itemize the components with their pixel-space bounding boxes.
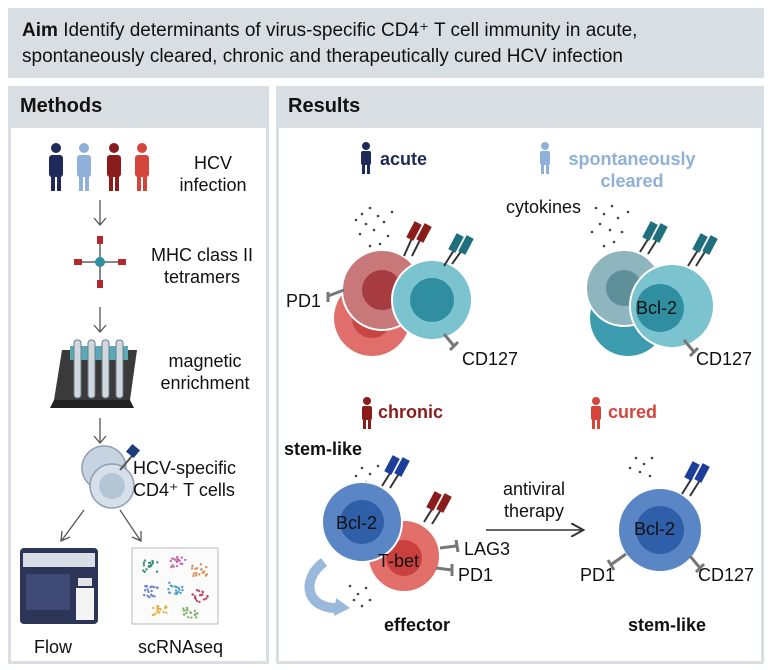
person-icon-cured (135, 143, 149, 191)
person-icon-chronic-result (362, 397, 372, 429)
cured-cd127-label: CD127 (698, 565, 755, 585)
results-header: Results (276, 86, 764, 128)
cured-label: cured (608, 402, 658, 422)
chronic-stemlike-label: stem-like (284, 439, 363, 459)
chronic-pd1-label: PD1 (458, 565, 494, 585)
methods-title: Methods (20, 95, 103, 117)
cleared-label-line2: cleared (600, 171, 664, 191)
step-cells-line2: CD4⁺ T cells (133, 480, 235, 500)
cleared-cells (585, 204, 718, 358)
chronic-cells (304, 455, 460, 616)
chronic-tbet-label: T-bet (378, 551, 420, 571)
person-icons (49, 143, 149, 191)
flow-cytometer-icon (20, 548, 98, 624)
scrnaseq-plot (131, 547, 219, 625)
aim-box: Aim Identify determinants of virus-speci… (8, 8, 764, 78)
cured-stemlike-label: stem-like (628, 615, 707, 635)
aim-text: Identify determinants of virus-specific … (22, 20, 638, 67)
therapy-line1: antiviral (502, 479, 566, 499)
output-scrnaseq-label: scRNAseq (138, 637, 224, 657)
cleared-cytokines-label: cytokines (506, 197, 582, 217)
step-magnetic-line1: magnetic (168, 351, 242, 371)
step-hcv-infection: HCV infection (168, 152, 258, 196)
output-flow-label: Flow (34, 637, 73, 657)
step-hcv-line2: infection (179, 175, 247, 195)
therapy-line2: therapy (503, 501, 565, 521)
magnet-rack-icon (50, 339, 137, 408)
person-icon-cleared (77, 143, 91, 191)
acute-cells (326, 206, 474, 356)
step-cells-line1: HCV-specific (133, 458, 237, 478)
chronic-effector-label: effector (384, 615, 451, 635)
tcell-icon-method (81, 443, 141, 509)
step-mhc-line2: tetramers (163, 267, 241, 287)
cleared-bcl2-label: Bcl-2 (636, 298, 678, 318)
step-magnetic-line2: enrichment (160, 373, 250, 393)
results-column (276, 128, 764, 664)
person-icon-acute-result (361, 142, 371, 174)
results-title: Results (288, 95, 361, 117)
step-mhc-line1: MHC class II (150, 245, 253, 265)
tetramer-icon (74, 236, 126, 288)
cured-cell (606, 456, 710, 574)
person-icon-chronic (107, 143, 121, 191)
cured-pd1-label: PD1 (580, 565, 616, 585)
acute-pd1-label: PD1 (286, 291, 322, 311)
step-mhc-tetramers: MHC class II tetramers (140, 244, 264, 288)
person-icon-acute (49, 143, 63, 191)
aim-label: Aim (22, 20, 58, 41)
cured-bcl2-label: Bcl-2 (634, 519, 676, 539)
therapy-label: antiviral therapy (494, 478, 574, 522)
acute-cd127-label: CD127 (462, 349, 519, 369)
chronic-lag3-label: LAG3 (464, 539, 511, 559)
methods-column (8, 128, 269, 664)
chronic-label: chronic (378, 402, 444, 422)
chronic-bcl2-label: Bcl-2 (336, 513, 378, 533)
acute-label: acute (380, 149, 428, 169)
step-hcv-line1: HCV (193, 153, 232, 173)
step-magnetic-enrichment: magnetic enrichment (150, 350, 260, 394)
person-icon-cleared-result (540, 142, 550, 174)
cytokine-dots-cleared (590, 204, 630, 248)
step-hcv-specific-cells: HCV-specific CD4⁺ T cells (133, 457, 263, 501)
cleared-label-line1: spontaneously (568, 149, 696, 169)
cytokine-dots-acute (354, 206, 394, 248)
person-icon-cured-result (591, 397, 601, 429)
cleared-label: spontaneously cleared (552, 148, 712, 192)
cleared-cd127-label: CD127 (696, 349, 753, 369)
cytokine-dots-cured (628, 456, 654, 478)
method-arrows (60, 200, 142, 543)
methods-header: Methods (8, 86, 269, 128)
